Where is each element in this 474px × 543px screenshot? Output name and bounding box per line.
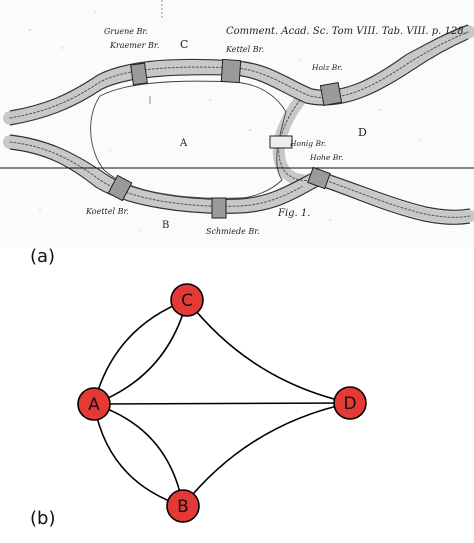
river-north-hatch bbox=[9, 31, 469, 119]
bridge-schmiede bbox=[307, 166, 331, 190]
graph-node-d bbox=[333, 386, 367, 420]
bridge-note-kraemer: Kraemer Br. bbox=[109, 41, 159, 50]
bridge-note-kettel: Kettel Br. bbox=[225, 45, 264, 54]
graph-edges bbox=[93, 299, 351, 507]
bridge-note-holz: Holz Br. bbox=[311, 63, 342, 72]
bridge-note-schmiede: Schmiede Br. bbox=[206, 227, 260, 236]
region-label-d: D bbox=[358, 126, 367, 139]
graph-edge-b-d bbox=[182, 402, 351, 507]
bridge-kettel bbox=[220, 58, 242, 84]
graph-edge-a-c bbox=[93, 299, 188, 405]
bridge-holz bbox=[319, 82, 343, 106]
graph-node-label-d: D bbox=[343, 394, 356, 414]
graph-edge-a-b bbox=[93, 403, 184, 507]
graph-node-a bbox=[77, 387, 111, 421]
bridge-graph: A B C D bbox=[77, 283, 367, 523]
map-header-note: Comment. Acad. Sc. Tom VIII. Tab. VIII. … bbox=[226, 26, 467, 37]
bridge-note-hohe: Hohe Br. bbox=[309, 153, 343, 162]
map-figure-number: Fig. 1. bbox=[277, 208, 310, 219]
panel-b-caption: (b) bbox=[30, 508, 55, 529]
bridge-koettel bbox=[211, 197, 227, 219]
bridge-note-koettel: Koettel Br. bbox=[85, 207, 129, 216]
koenigsberg-map: C A D B Comment. Acad. Sc. Tom VIII. Tab… bbox=[0, 0, 474, 248]
graph-nodes: A B C D bbox=[77, 283, 367, 523]
bridge-note-gruene: Gruene Br. bbox=[104, 27, 148, 36]
panel-a-caption: (a) bbox=[30, 246, 55, 267]
graph-node-c bbox=[170, 283, 204, 317]
graph-node-label-a: A bbox=[88, 395, 100, 415]
river-link-hatch bbox=[278, 99, 319, 181]
bridge-honig bbox=[269, 135, 293, 149]
graph-edge-a-c bbox=[93, 299, 188, 405]
region-label-a: A bbox=[179, 138, 188, 149]
graph-edge-a-d bbox=[93, 402, 351, 405]
river-east-hatch bbox=[317, 177, 471, 218]
river-south-hatch bbox=[9, 141, 319, 207]
print-speckles bbox=[29, 11, 451, 231]
graph-node-label-c: C bbox=[181, 291, 193, 311]
graph-node-label-b: B bbox=[177, 497, 189, 517]
region-label-c: C bbox=[180, 38, 188, 51]
bridge-note-honig: Honig Br. bbox=[289, 139, 326, 148]
bridges bbox=[107, 58, 343, 219]
region-label-b: B bbox=[162, 220, 169, 231]
graph-edge-c-d bbox=[186, 299, 351, 404]
graph-node-b bbox=[166, 489, 200, 523]
bridge-kraemer bbox=[130, 62, 148, 86]
graph-edge-a-b bbox=[93, 403, 184, 507]
bridge-gruene bbox=[107, 174, 133, 202]
